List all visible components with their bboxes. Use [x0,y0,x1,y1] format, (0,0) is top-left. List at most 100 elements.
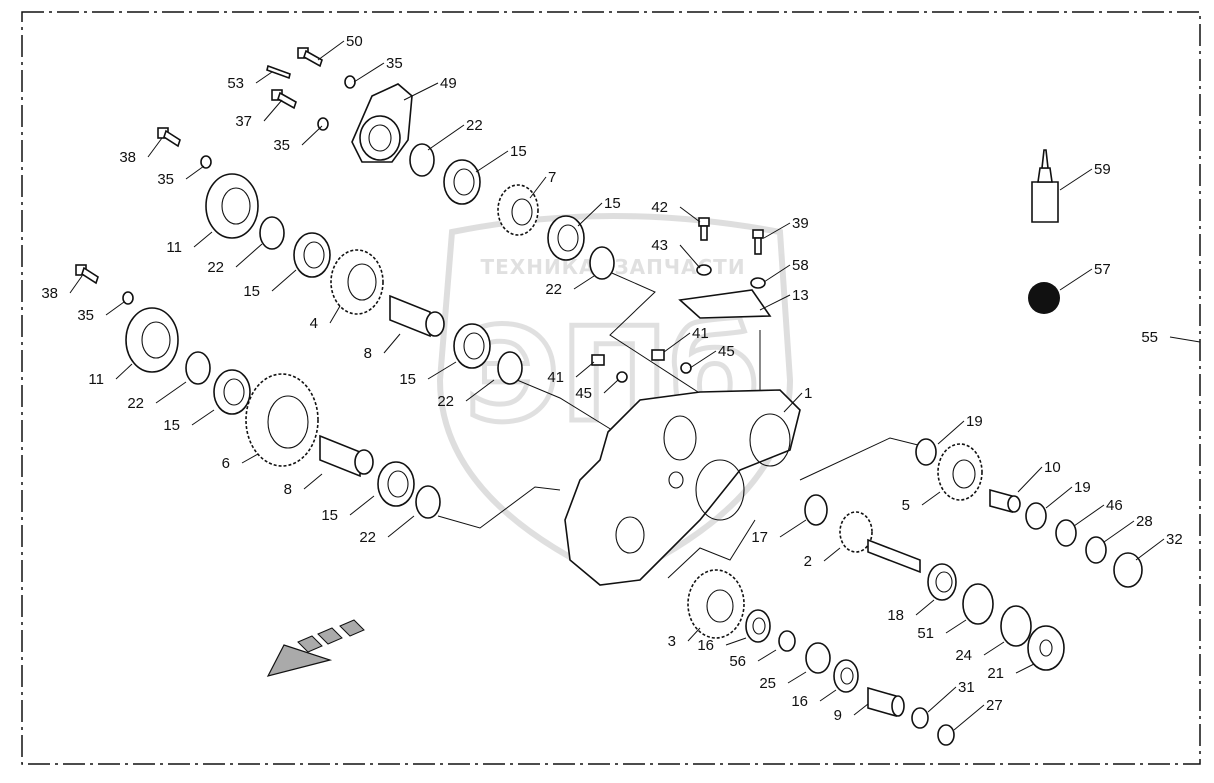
callout-41b: 41 [547,369,564,386]
leader-line-28 [1103,520,1135,543]
part-16-bearing-a [745,609,771,643]
leader-line-15d [427,361,457,380]
callout-15f: 15 [321,507,338,524]
callout-1: 1 [804,385,812,402]
part-3-gear [687,569,745,639]
leader-line-56 [757,649,777,662]
part-43-washer [696,264,712,276]
part-22-ring-b [259,216,285,250]
leader-line-50 [317,40,345,61]
part-5-gear [937,443,983,501]
part-11-flange-b [125,307,179,373]
leader-line-35c [185,165,205,180]
part-15-bearing-b [293,232,331,278]
part-24-circlip [1000,605,1032,647]
leader-line-42 [679,206,701,223]
leader-line-9 [853,703,869,716]
leader-line-22e [155,381,187,404]
leader-line-53 [255,71,273,84]
part-11-flange-a [205,173,259,239]
callout-19b: 19 [1074,479,1091,496]
part-19-ring-b [1025,502,1047,530]
part-41-nut-b [591,354,605,366]
leader-line-22f [387,515,415,538]
leader-line-8b [303,473,323,490]
callout-15e: 15 [163,417,180,434]
callout-15d: 15 [399,371,416,388]
callout-25: 25 [759,675,776,692]
part-15-bearing-f [377,461,415,507]
callout-49: 49 [440,75,457,92]
leader-line-51 [945,619,967,634]
part-57-marker [1028,282,1060,314]
part-7-gear [497,184,539,236]
callout-43: 43 [651,237,668,254]
callout-58: 58 [792,257,809,274]
callout-38a: 38 [119,149,136,166]
leader-line-16a [725,637,747,646]
callout-45a: 45 [718,343,735,360]
leader-line-16b [819,689,837,702]
callout-51: 51 [917,625,934,642]
leader-line-15c [271,269,297,292]
callout-22c: 22 [545,281,562,298]
part-31-ring [911,707,929,729]
leader-line-1 [783,392,803,413]
callout-22a: 22 [466,117,483,134]
leader-line-10 [1017,466,1043,493]
leader-line-19b [1045,486,1073,509]
callout-6: 6 [222,455,230,472]
leader-line-18 [915,599,935,616]
callout-22e: 22 [127,395,144,412]
callout-42: 42 [651,199,668,216]
callout-24: 24 [955,647,972,664]
leader-line-43 [679,244,701,269]
callout-35a: 35 [386,55,403,72]
leader-line-38b [69,275,83,294]
part-8-shaft-a [389,294,445,338]
leader-line-5 [921,491,941,506]
leader-line-27 [953,704,985,731]
callout-2: 2 [804,553,812,570]
callout-46: 46 [1106,497,1123,514]
callout-16a: 16 [697,637,714,654]
callout-35d: 35 [77,307,94,324]
part-18-bearing [927,563,957,601]
leader-line-35b [301,125,323,146]
callout-5: 5 [902,497,910,514]
leader-line-46 [1073,504,1105,527]
leader-line-25 [787,671,807,684]
part-56-ring [778,630,796,652]
part-9-sleeve [867,686,905,718]
part-22-ring-d [497,351,523,385]
leader-line-22c [573,275,595,290]
part-1-housing [564,389,801,586]
part-22-ring-e [185,351,211,385]
leader-line-41b [575,361,595,378]
leader-line-57 [1059,268,1093,291]
leader-line-38a [147,137,163,158]
callout-39: 39 [792,215,809,232]
leader-line-59 [1059,168,1093,191]
watermark-shield [436,213,794,584]
leader-line-22b [235,243,263,268]
callout-22b: 22 [207,259,224,276]
part-35-washer-a [344,75,356,89]
callout-19a: 19 [966,413,983,430]
part-51-ring [962,583,994,625]
leader-line-35a [353,62,385,83]
part-22-ring-c [589,246,615,280]
part-22-ring-f [415,485,441,519]
leader-line-17 [779,519,807,538]
leader-line-4 [329,305,341,324]
leader-line-31 [927,686,957,713]
leader-line-11b [115,363,133,380]
callout-11a: 11 [166,239,182,256]
callout-45b: 45 [575,385,592,402]
part-37-bolt [271,89,297,110]
part-4-gear [330,249,384,315]
leader-line-21 [1015,663,1035,674]
part-38-bolt-a [157,127,181,148]
leader-line-19a [937,420,965,445]
